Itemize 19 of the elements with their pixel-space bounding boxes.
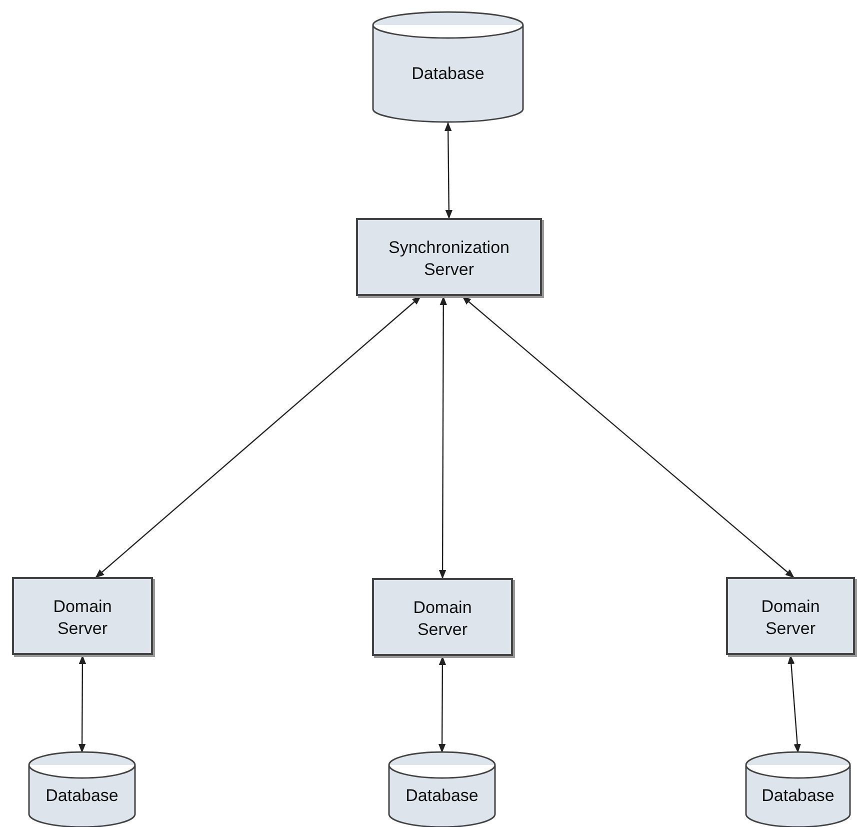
server-label: Domain Server <box>760 596 821 640</box>
server-box <box>726 577 855 655</box>
database-label: Database <box>44 785 120 807</box>
database-label: Database <box>404 785 480 807</box>
arrow <box>438 296 447 579</box>
arrow <box>444 122 452 219</box>
server-label: Domain Server <box>52 596 113 640</box>
arrow <box>94 296 422 578</box>
server-label: Domain Server <box>412 597 473 641</box>
arrow <box>438 656 446 753</box>
database-label: Database <box>410 62 486 84</box>
arrow <box>462 296 795 578</box>
server-box <box>372 578 513 656</box>
server-box <box>356 218 542 296</box>
database-label: Database <box>760 785 836 807</box>
arrow <box>78 655 86 753</box>
server-label: Synchronization Server <box>388 237 510 281</box>
server-box <box>12 577 153 655</box>
arrow <box>788 654 801 754</box>
